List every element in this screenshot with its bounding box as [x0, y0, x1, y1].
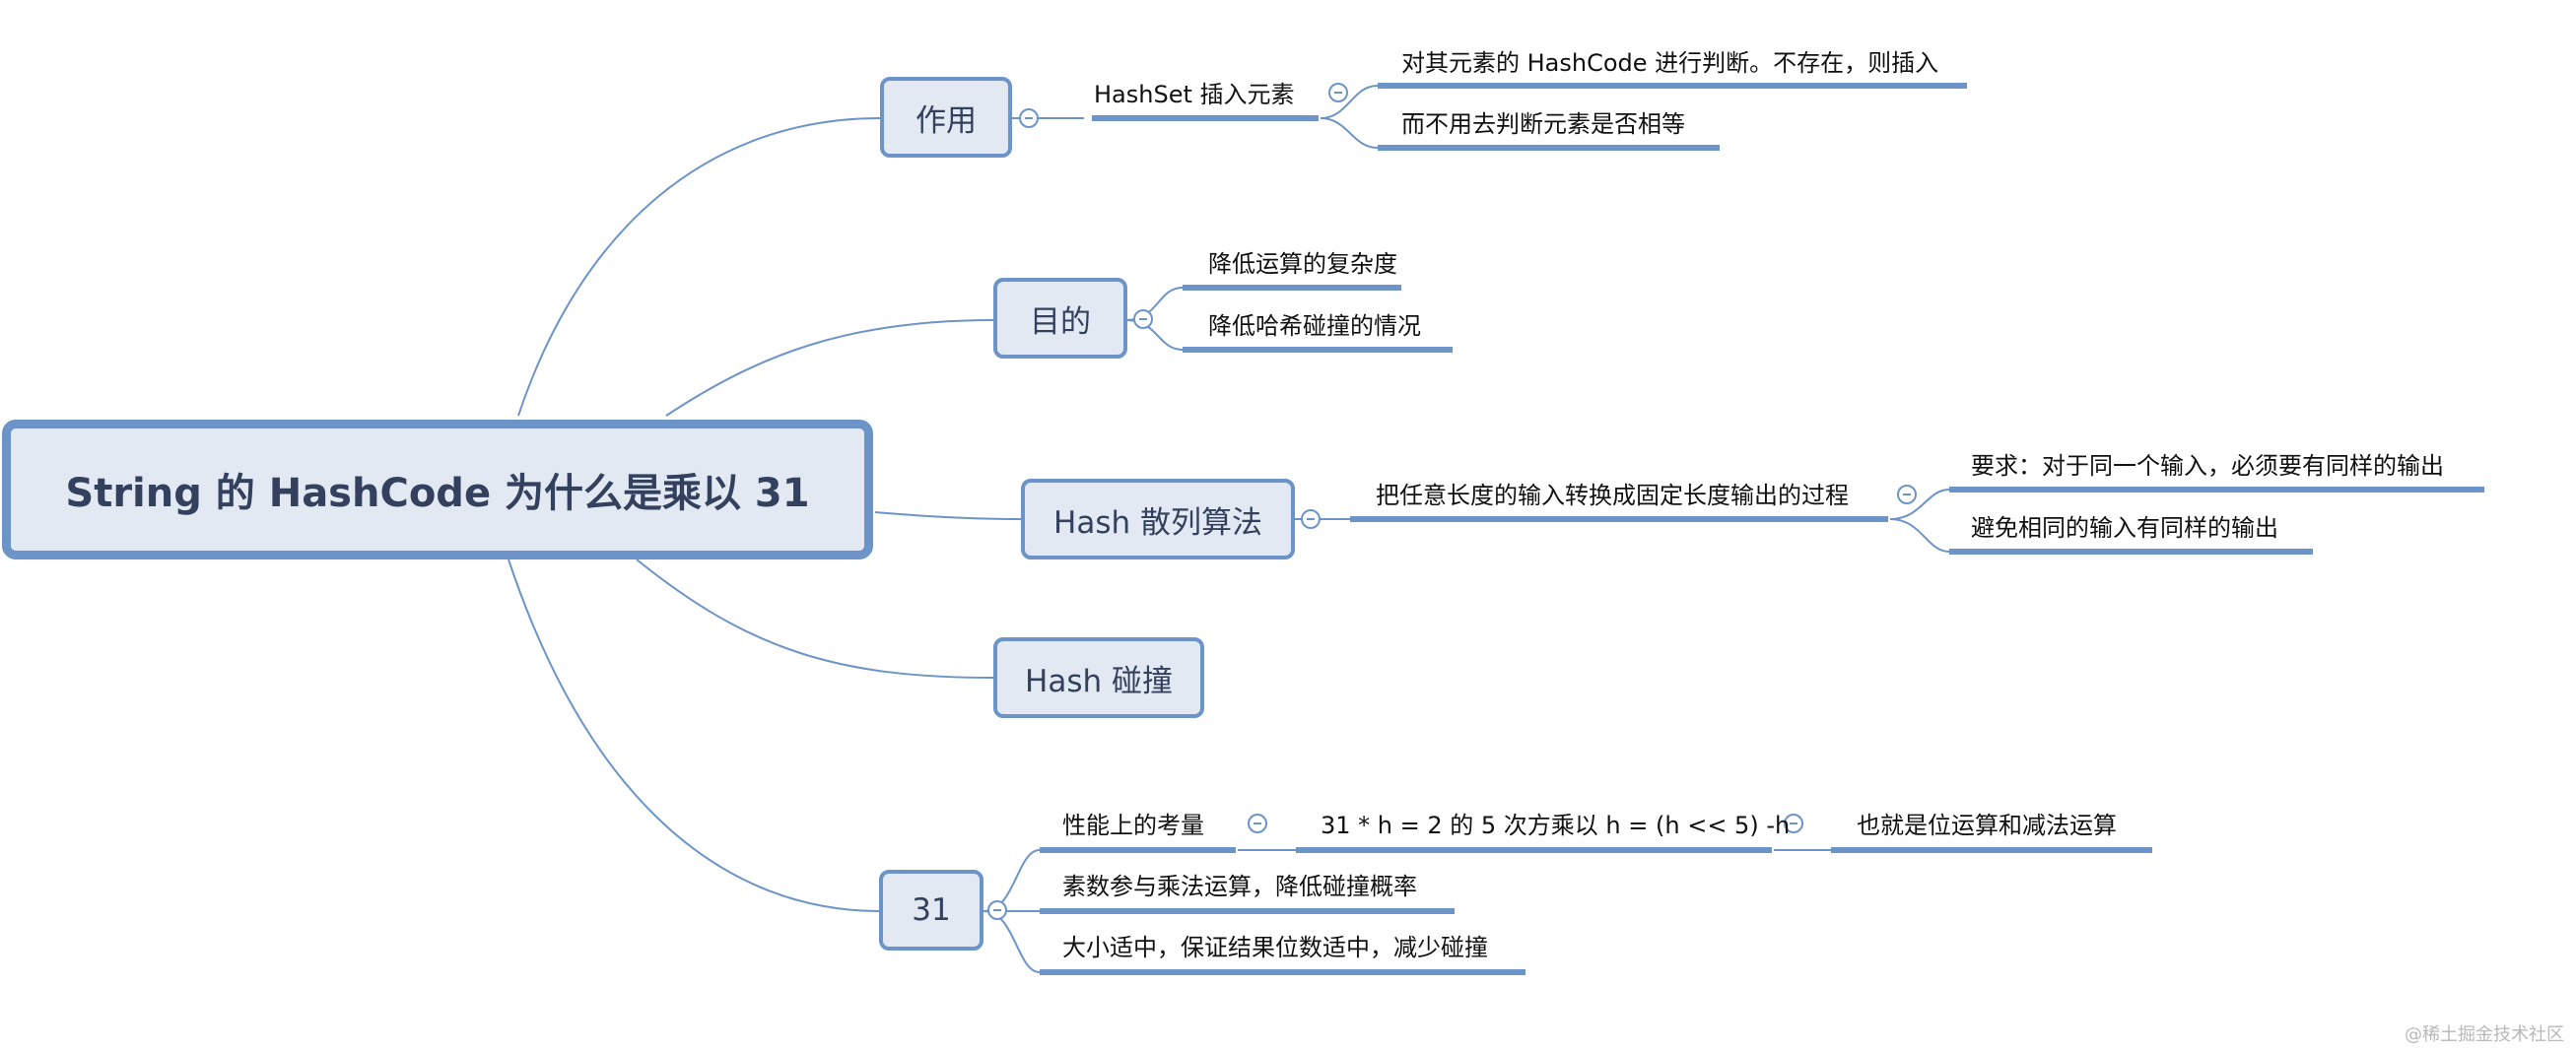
link-root-hash [874, 511, 1022, 520]
subtopic-31-c3[interactable]: 大小适中，保证结果位数适中，减少碰撞 [1062, 934, 1488, 961]
link-hash-gc2 [1889, 518, 1950, 553]
topic-zuoyong-label: 作用 [915, 102, 977, 139]
collapse-toggle-zuoyong[interactable] [1019, 108, 1039, 128]
subtopic-31-c1[interactable]: 性能上的考量 [1062, 812, 1204, 839]
collapse-toggle-mudi[interactable] [1133, 309, 1153, 329]
topic-31[interactable]: 31 [879, 870, 983, 951]
link-31-c3 [983, 910, 1041, 973]
subtopic-zuoyong-gc2[interactable]: 而不用去判断元素是否相等 [1401, 110, 1685, 138]
subtopic-performance-chain1[interactable]: 31 * h = 2 的 5 次方乘以 h = (h << 5) -h [1321, 812, 1791, 839]
subtopic-zuoyong-gc1[interactable]: 对其元素的 HashCode 进行判断。不存在，则插入 [1401, 49, 1939, 77]
topic-hash-collision[interactable]: Hash 碰撞 [993, 637, 1204, 718]
topic-31-label: 31 [912, 892, 951, 928]
subtopic-hash-gc1[interactable]: 要求：对于同一个输入，必须要有同样的输出 [1971, 452, 2444, 480]
collapse-toggle-performance[interactable] [1248, 814, 1267, 833]
root-topic[interactable]: String 的 HashCode 为什么是乘以 31 [2, 420, 873, 559]
subtopic-mudi-c2[interactable]: 降低哈希碰撞的情况 [1208, 312, 1421, 340]
collapse-toggle-hash-child[interactable] [1897, 485, 1917, 504]
subtopic-31-c2[interactable]: 素数参与乘法运算，降低碰撞概率 [1062, 873, 1417, 900]
link-root-mudi [665, 319, 994, 417]
link-root-31 [508, 559, 881, 912]
link-hash-gc1 [1889, 489, 1950, 520]
root-topic-label: String 的 HashCode 为什么是乘以 31 [65, 471, 810, 516]
topic-zuoyong[interactable]: 作用 [880, 77, 1012, 158]
subtopic-performance-chain2[interactable]: 也就是位运算和减法运算 [1857, 812, 2117, 839]
topic-hash-collision-label: Hash 碰撞 [1025, 663, 1173, 699]
collapse-toggle-chain1[interactable] [1784, 814, 1803, 833]
topic-mudi-label: 目的 [1030, 303, 1091, 340]
subtopic-hashset-insert[interactable]: HashSet 插入元素 [1094, 81, 1295, 108]
topic-hash-algorithm-label: Hash 散列算法 [1053, 504, 1262, 541]
link-root-collision [636, 559, 994, 679]
topic-mudi[interactable]: 目的 [993, 278, 1127, 359]
collapse-toggle-hashset[interactable] [1328, 83, 1348, 102]
collapse-toggle-hash[interactable] [1301, 509, 1321, 529]
collapse-toggle-31[interactable] [987, 900, 1007, 920]
subtopic-mudi-c1[interactable]: 降低运算的复杂度 [1208, 250, 1397, 278]
topic-hash-algorithm[interactable]: Hash 散列算法 [1021, 479, 1295, 559]
link-child-gc1 [1320, 85, 1379, 119]
link-root-zuoyong [517, 117, 881, 417]
subtopic-hash-child[interactable]: 把任意长度的输入转换成固定长度输出的过程 [1376, 482, 1849, 509]
watermark: @稀土掘金技术社区 [2405, 1024, 2564, 1045]
link-child-gc2 [1320, 117, 1379, 149]
subtopic-hash-gc2[interactable]: 避免相同的输入有同样的输出 [1971, 514, 2278, 542]
